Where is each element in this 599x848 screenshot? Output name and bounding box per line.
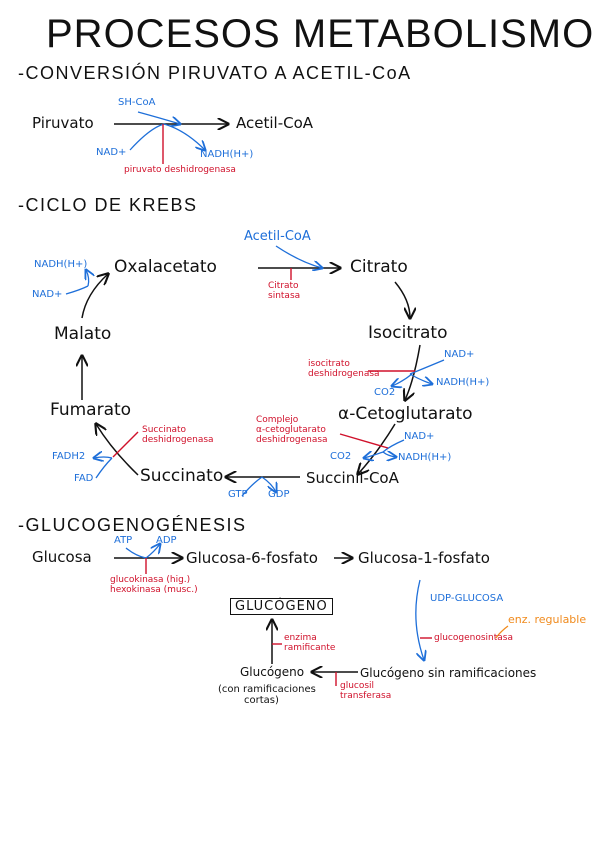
citrate-label: Citrato (350, 257, 408, 277)
pyruvate-dehydrogenase-label: piruvato deshidrogenasa (124, 165, 236, 175)
oxalacetate-label: Oxalacetato (114, 257, 217, 277)
isocitrate-nadh-label: NADH(H+) (436, 377, 490, 388)
section-heading-krebs: -CICLO DE KREBS (18, 195, 198, 215)
succinate-dehydrogenase-label: Succinato deshidrogenasa (142, 425, 214, 445)
nad-label: NAD+ (96, 147, 127, 158)
page-title: PROCESOS METABOLISMO (46, 12, 595, 56)
krebs-arrows (65, 245, 445, 497)
gtp-label: GTP (228, 489, 248, 500)
alpha-kg-nad-label: NAD+ (404, 431, 435, 442)
glycogen-box: GLUCÓGENO (230, 598, 333, 615)
unbranched-glycogen-label: Glucógeno sin ramificaciones (360, 666, 537, 680)
alpha-ketoglutarate-label: α-Cetoglutarato (338, 404, 473, 424)
fad-label: FAD (74, 473, 94, 484)
nadh-label: NADH(H+) (200, 149, 254, 160)
cycle-acetyl-coa-label: Acetil-CoA (244, 229, 311, 244)
glucose-6-phosphate-label: Glucosa-6-fosfato (186, 549, 318, 567)
glycogen-arrows (114, 544, 509, 686)
alpha-kg-dehydrogenase-complex-label: Complejo α-cetoglutarato deshidrogenasa (256, 415, 328, 445)
alpha-kg-co2-label: CO2 (330, 451, 352, 462)
branching-enzyme-label: enzima ramificante (284, 633, 336, 653)
glycogen-label: Glucógeno (240, 665, 305, 679)
alpha-kg-nadh-label: NADH(H+) (398, 452, 452, 463)
section-heading-glycogenesis: -GLUCOGENOGÉNESIS (18, 515, 247, 535)
gdp-label: GDP (268, 489, 290, 500)
glycogen-synthase-label: glucogenosintasa (434, 633, 513, 643)
regulable-enzyme-note: enz. regulable (508, 613, 587, 626)
glucose-label: Glucosa (32, 548, 92, 566)
udp-glucose-label: UDP-GLUCOSA (430, 593, 504, 604)
fumarate-label: Fumarato (50, 400, 132, 420)
sh-coa-label: SH-CoA (118, 97, 156, 108)
glucosyl-transferase-label: glucosil transferasa (340, 681, 392, 701)
isocitrate-label: Isocitrato (368, 323, 448, 343)
isocitrate-dehydrogenase-label: isocitrato deshidrogenasa (308, 359, 380, 379)
malate-nad-label: NAD+ (32, 289, 63, 300)
succinyl-coa-label: Succinil-CoA (306, 469, 399, 487)
isocitrate-co2-label: CO2 (374, 387, 396, 398)
glycogen-short-branches-note: (con ramificaciones cortas) (218, 684, 316, 706)
malate-nadh-label: NADH(H+) (34, 259, 88, 270)
fadh2-label: FADH2 (52, 451, 86, 462)
isocitrate-nad-label: NAD+ (444, 349, 475, 360)
pyruvate-label: Piruvato (32, 114, 94, 132)
atp-label: ATP (114, 535, 133, 546)
pyruvate-arrows (114, 111, 228, 164)
section-heading-pyruvate: -CONVERSIÓN PIRUVATO A ACETIL-CoA (18, 63, 412, 83)
citrate-synthase-label: Citrato sintasa (268, 281, 301, 301)
glucose-1-phosphate-label: Glucosa-1-fosfato (358, 549, 490, 567)
malate-label: Malato (54, 324, 112, 344)
adp-label: ADP (156, 535, 177, 546)
acetyl-coa-label: Acetil-CoA (236, 114, 314, 132)
glucokinase-hexokinase-label: glucokinasa (hig.) hexokinasa (musc.) (110, 575, 198, 595)
succinate-label: Succinato (140, 466, 224, 486)
